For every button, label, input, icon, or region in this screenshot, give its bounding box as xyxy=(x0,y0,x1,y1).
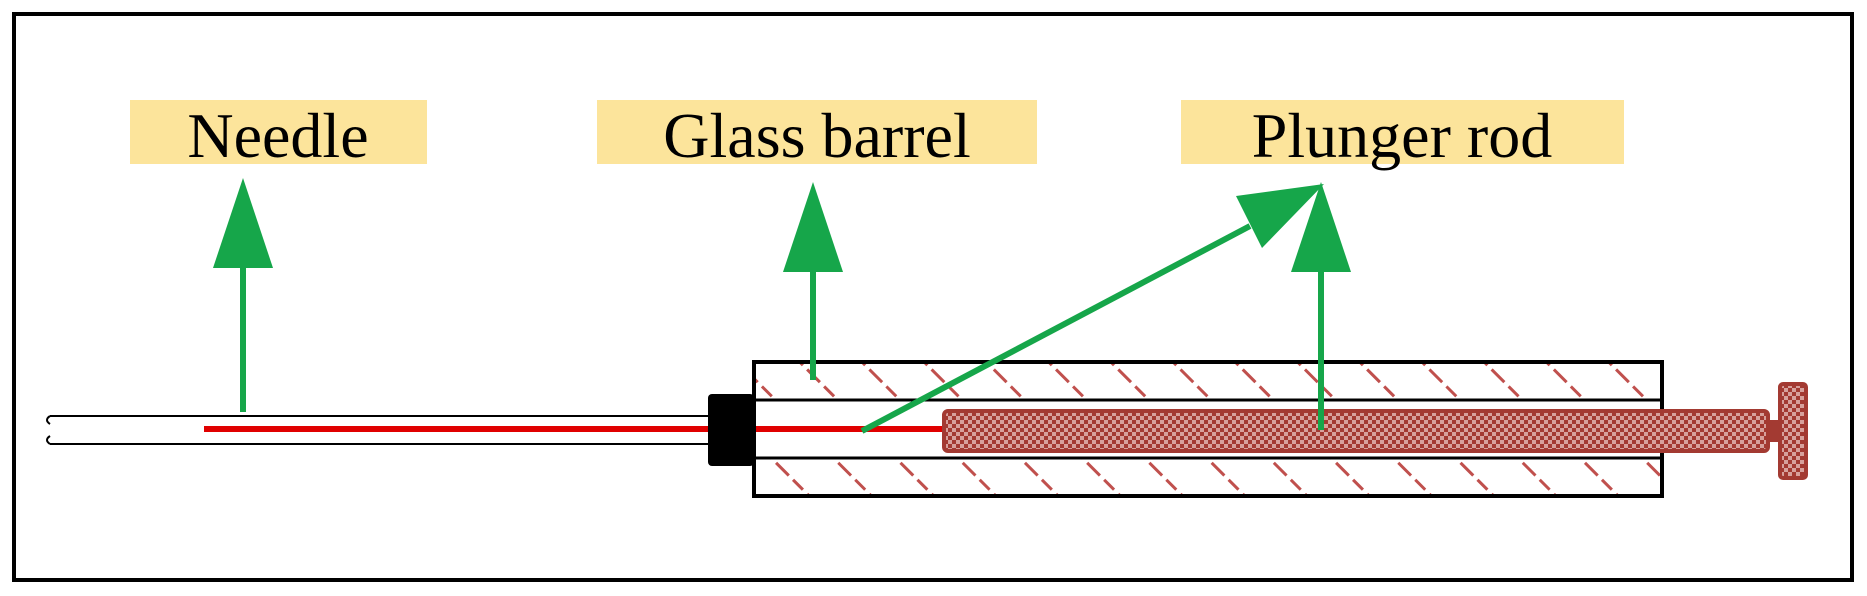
plunger-rod-label-bg xyxy=(1181,100,1624,164)
needle-tip xyxy=(46,415,51,445)
diagonal-arrow-head xyxy=(1236,184,1324,248)
hub-collar xyxy=(738,416,752,444)
diagonal-arrow-shaft xyxy=(860,223,1252,434)
needle xyxy=(46,415,740,445)
plunger-rod-arrow-diagonal xyxy=(860,184,1324,434)
needle-label: Needle xyxy=(130,100,427,171)
plunger-rod-arrow-head xyxy=(1291,182,1351,272)
glass-barrel-arrow xyxy=(783,182,843,380)
glass-barrel-label: Glass barrel xyxy=(597,100,1037,171)
glass-barrel-label-text: Glass barrel xyxy=(663,100,970,171)
plunger-rod-label: Plunger rod xyxy=(1181,100,1624,171)
plunger-rod-arrow-vertical xyxy=(1291,182,1351,430)
plunger-thumb-rest xyxy=(1778,382,1808,480)
needle-arrow-head xyxy=(213,178,273,268)
outer-frame xyxy=(12,12,1854,582)
plunger-rod xyxy=(942,382,1808,480)
barrel-top-wall xyxy=(754,362,1662,400)
needle-label-text: Needle xyxy=(187,100,368,171)
glass-barrel-arrow-head xyxy=(783,182,843,272)
hub-block xyxy=(708,394,754,466)
plunger-rod-label-text: Plunger rod xyxy=(1252,100,1552,171)
plunger-neck xyxy=(1768,420,1782,442)
barrel-bottom-wall xyxy=(754,458,1662,496)
glass-barrel-label-bg xyxy=(597,100,1037,164)
plunger-shaft xyxy=(942,409,1770,453)
needle-hub xyxy=(708,394,754,466)
needle-label-bg xyxy=(130,100,427,164)
needle-arrow xyxy=(213,178,273,412)
